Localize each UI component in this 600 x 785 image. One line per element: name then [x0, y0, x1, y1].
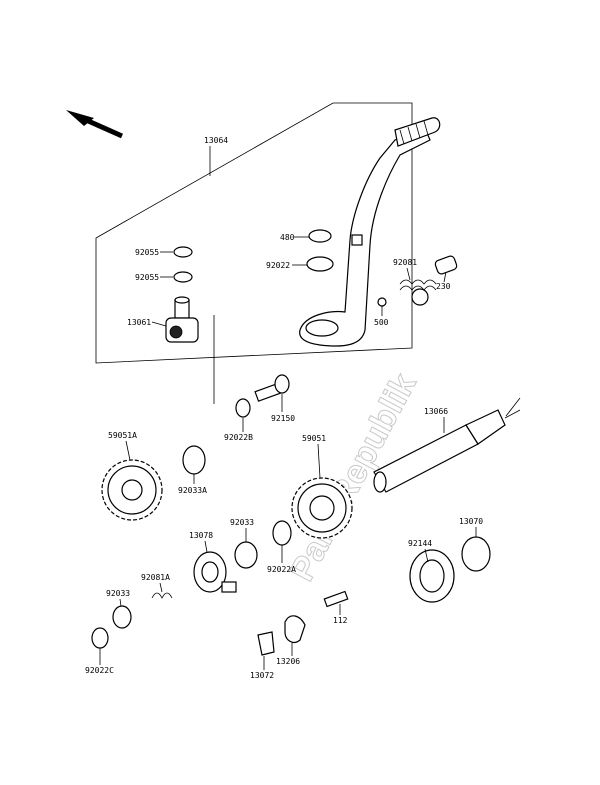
label-13206: 13206	[276, 657, 300, 666]
ball-500	[377, 297, 387, 307]
label-13064: 13064	[204, 136, 228, 145]
circlip-92033	[234, 541, 258, 569]
plate-13072	[257, 631, 275, 656]
label-59051a: 59051A	[108, 431, 137, 440]
washer-92022c	[91, 627, 109, 649]
guide-13070	[461, 536, 491, 572]
label-112: 112	[333, 616, 348, 625]
circlip-92033-b	[112, 605, 132, 629]
gear-59051	[291, 477, 353, 539]
direction-arrow-icon	[66, 110, 124, 139]
label-92144: 92144	[408, 539, 432, 548]
plate-13206	[284, 615, 306, 644]
leader-lines	[99, 146, 477, 670]
pivot-13061	[165, 296, 199, 343]
gear-59051a	[101, 459, 163, 521]
label-92033: 92033	[230, 518, 254, 527]
label-13078: 13078	[189, 531, 213, 540]
ring-480	[308, 229, 332, 243]
spring-92081a	[151, 592, 173, 599]
label-13072: 13072	[250, 671, 274, 680]
label-92055-b: 92055	[135, 273, 159, 282]
rubber-230	[434, 255, 458, 275]
label-92081a: 92081A	[141, 573, 170, 582]
gear-small-icon	[411, 288, 429, 306]
label-92022c: 92022C	[85, 666, 114, 675]
bolt-92150	[254, 374, 290, 402]
label-13070: 13070	[459, 517, 483, 526]
label-13061: 13061	[127, 318, 151, 327]
label-92081: 92081	[393, 258, 417, 267]
label-59051: 59051	[302, 434, 326, 443]
label-92033a: 92033A	[178, 486, 207, 495]
label-92033-b: 92033	[106, 589, 130, 598]
label-92022a: 92022A	[267, 565, 296, 574]
circlip-92033a	[182, 445, 206, 475]
label-13066: 13066	[424, 407, 448, 416]
washer-92022	[306, 256, 334, 272]
label-92022b: 92022B	[224, 433, 253, 442]
oring-92055-b	[173, 271, 193, 283]
label-92150: 92150	[271, 414, 295, 423]
oring-92055-a	[173, 246, 193, 258]
kick-lever	[299, 117, 441, 347]
washer-92022b	[235, 398, 251, 418]
spring-92081	[399, 279, 437, 291]
kick-shaft-13066	[373, 409, 521, 493]
assembly-frame	[95, 102, 413, 364]
label-500: 500	[374, 318, 389, 327]
bolt-112	[323, 590, 349, 608]
label-92022: 92022	[266, 261, 290, 270]
ratchet-13078	[193, 551, 237, 593]
spring-92144	[409, 549, 455, 603]
washer-92022a	[272, 520, 292, 546]
label-480: 480	[280, 233, 295, 242]
label-92055-a: 92055	[135, 248, 159, 257]
label-230: 230	[436, 282, 451, 291]
